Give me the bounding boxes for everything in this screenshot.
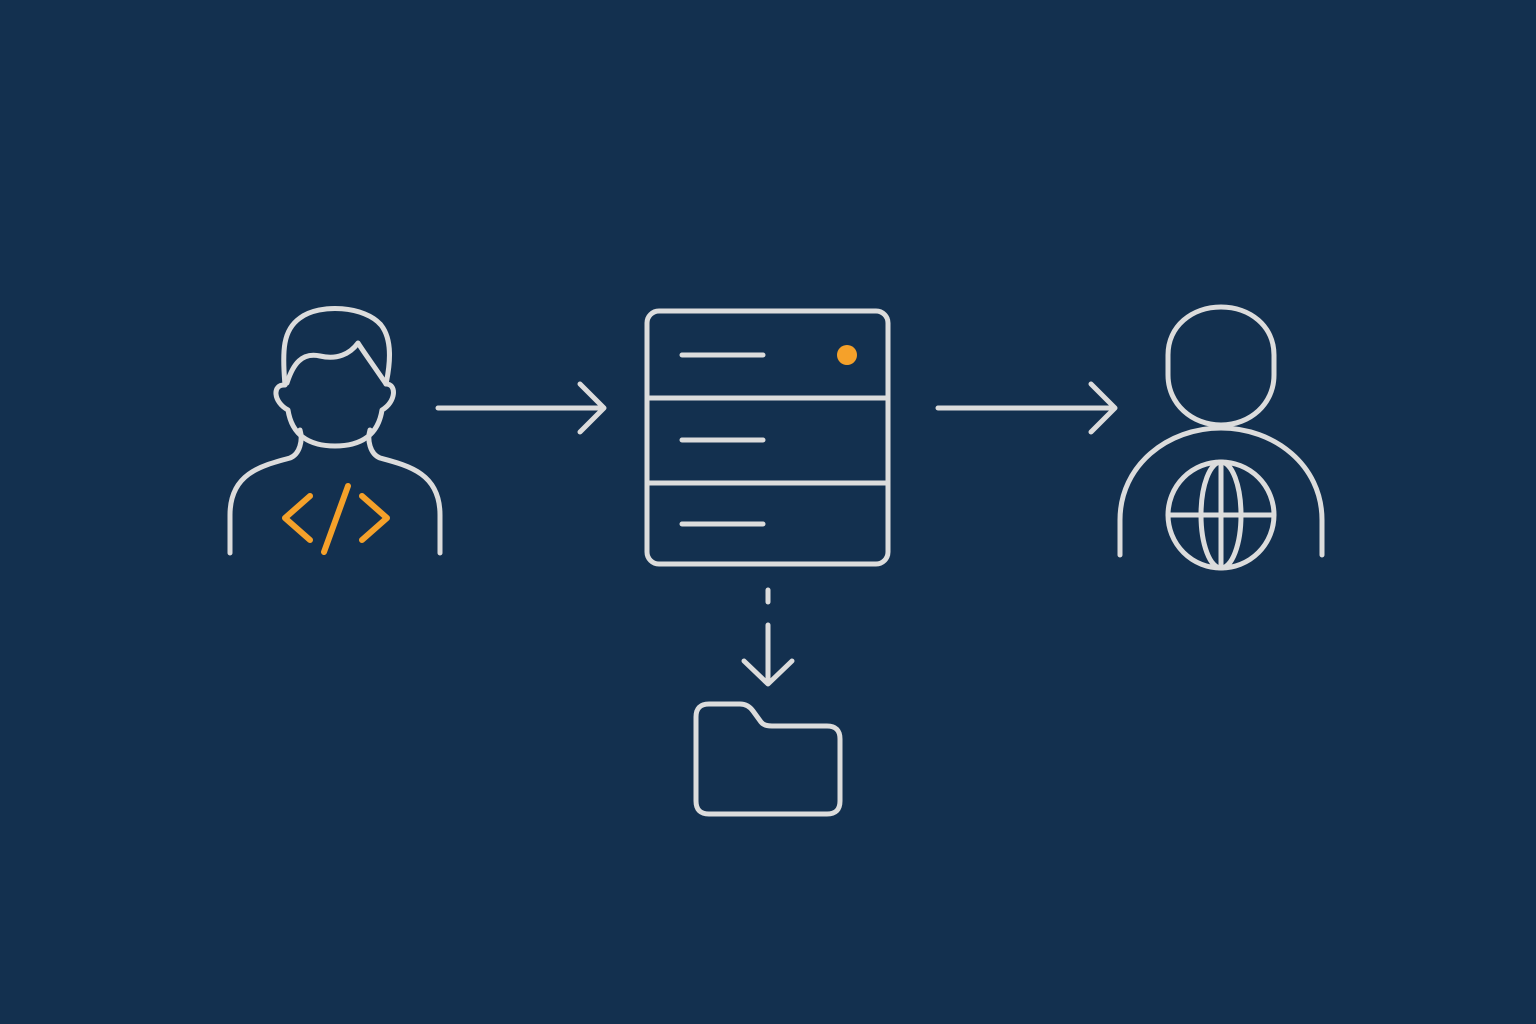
developer-shoulders: [227, 427, 443, 556]
server-status-led: [837, 345, 857, 365]
code-brackets-icon: [282, 483, 390, 555]
folder-icon: [693, 701, 843, 817]
globe-icon: [1165, 459, 1277, 571]
developer-hair-fringe: [284, 340, 389, 387]
server-body: [644, 308, 891, 567]
arrow-server-to-storage: [741, 587, 795, 687]
arrow-server-to-user: [935, 381, 1118, 435]
server-icon: [644, 308, 891, 567]
arrow-developer-to-server: [435, 381, 607, 435]
developer-code-icon: [227, 306, 443, 556]
user-head: [1165, 304, 1277, 428]
global-user-icon: [1117, 304, 1325, 571]
developer-head-outline: [273, 306, 396, 449]
user-shoulders: [1117, 425, 1325, 558]
